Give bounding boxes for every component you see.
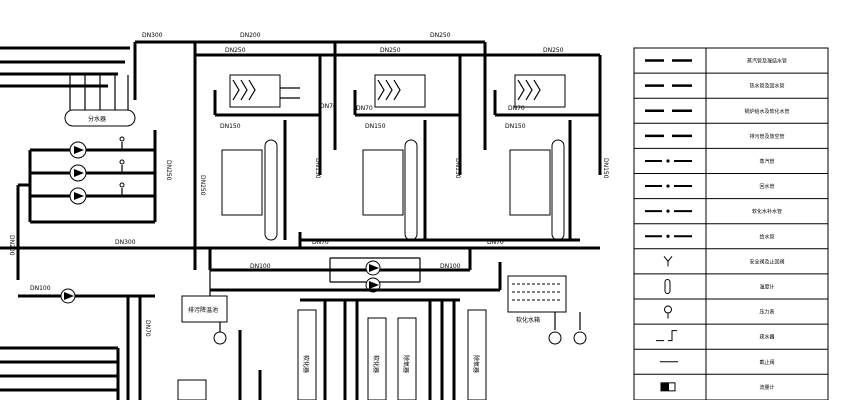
legend-label-3: 锅炉给水及软化水管 (744, 108, 789, 115)
label-softener-2: 软化器 (372, 355, 380, 373)
pipe-label-pump-line-2: DN100 (440, 263, 461, 270)
distributor (0, 46, 136, 127)
pipe-label-top-mid: DN250 (430, 32, 451, 39)
pipe-label-return-main: DN300 (115, 239, 136, 246)
legend-symbol-6 (645, 184, 692, 188)
pipe-label-upper-2: DN150 (365, 123, 386, 130)
pipe-label-branch-3: DN250 (543, 47, 564, 54)
pipe-label-make-up: DN100 (30, 285, 51, 292)
pipe-label-riser-1: DN70 (320, 103, 337, 110)
pipe-label-vertical-c2: DN150 (454, 158, 461, 179)
legend-label-14: 流量计 (759, 384, 774, 391)
pipe-label-vertical-c1: DN150 (314, 158, 321, 179)
label-sewage-tank: 排污降温池 (188, 306, 218, 314)
pipe-label-riser-3: DN70 (508, 105, 525, 112)
label-softened-tank: 软化水箱 (516, 316, 540, 324)
pipe-label-branch-1: DN250 (225, 47, 246, 54)
legend-symbol-8 (645, 234, 692, 238)
legend-label-12: 疏水器 (759, 334, 774, 341)
boiler-unit-3 (493, 74, 600, 241)
top-main-pipes (133, 40, 602, 175)
label-deaerator-1: 除氧器 (402, 355, 410, 373)
boiler-unit-2 (353, 74, 460, 241)
pipe-label-upper-3: DN150 (505, 123, 526, 130)
legend-label-7: 软化水补水管 (752, 208, 782, 215)
label-deaerator-2: 除氧器 (472, 355, 480, 373)
sewage-tank (181, 270, 228, 345)
middle-pumps (210, 257, 502, 293)
legend-table: 蒸汽管及凝结水管热水管及回水管锅炉给水及软化水管排污管及放空管蒸汽管回水管软化水… (633, 47, 829, 400)
legend-label-10: 温度计 (759, 283, 774, 290)
legend-symbol-14 (660, 382, 676, 392)
legend-label-5: 蒸汽管 (759, 158, 774, 165)
legend-label-9: 安全阀及止回阀 (749, 258, 784, 265)
legend-label-2: 热水管及回水管 (749, 83, 784, 90)
pipe-label-main-top: DN300 (142, 32, 163, 39)
legend-label-1: 蒸汽管及凝结水管 (747, 58, 787, 65)
treatment-columns (177, 298, 487, 400)
legend-symbol-10 (664, 278, 671, 294)
softened-water-tank (507, 275, 587, 345)
pipe-label-bottom-1: DN70 (312, 239, 329, 246)
pipe-label-riser-2: DN70 (356, 105, 373, 112)
pipe-label-branch-2: DN250 (380, 47, 401, 54)
legend-symbol-11 (664, 305, 672, 319)
label-distributor: 分水器 (88, 115, 106, 123)
legend-symbol-12 (656, 330, 677, 342)
pipe-label-vertical-c3: DN150 (602, 158, 609, 179)
boiler-unit-1 (193, 74, 320, 270)
left-lower-pipes (0, 288, 155, 400)
legend-symbol-7 (645, 209, 692, 213)
pipe-label-left-lower: DN70 (144, 320, 151, 337)
legend-label-6: 回水管 (759, 183, 774, 190)
pipe-label-vertical-left: DN250 (165, 160, 172, 181)
legend-symbol-5 (645, 159, 692, 163)
legend-symbol-9 (663, 256, 673, 267)
pipe-label-vertical-mid: DN250 (199, 175, 206, 196)
left-pumps (16, 130, 157, 280)
legend-label-4: 排污管及放空管 (749, 133, 784, 140)
pipe-label-pump-line: DN100 (250, 263, 271, 270)
label-softener-1: 软化器 (302, 355, 310, 373)
pipe-label-upper-1: DN150 (220, 123, 241, 130)
legend-label-13: 截止阀 (759, 359, 774, 366)
pipe-label-bottom-2: DN70 (487, 239, 504, 246)
pipe-label-top-left: DN200 (240, 32, 261, 39)
return-pipes (0, 232, 600, 272)
legend-label-8: 给水管 (759, 233, 774, 240)
pipe-label-left-vertical: DN200 (8, 235, 15, 256)
legend-label-11: 压力表 (759, 309, 774, 316)
